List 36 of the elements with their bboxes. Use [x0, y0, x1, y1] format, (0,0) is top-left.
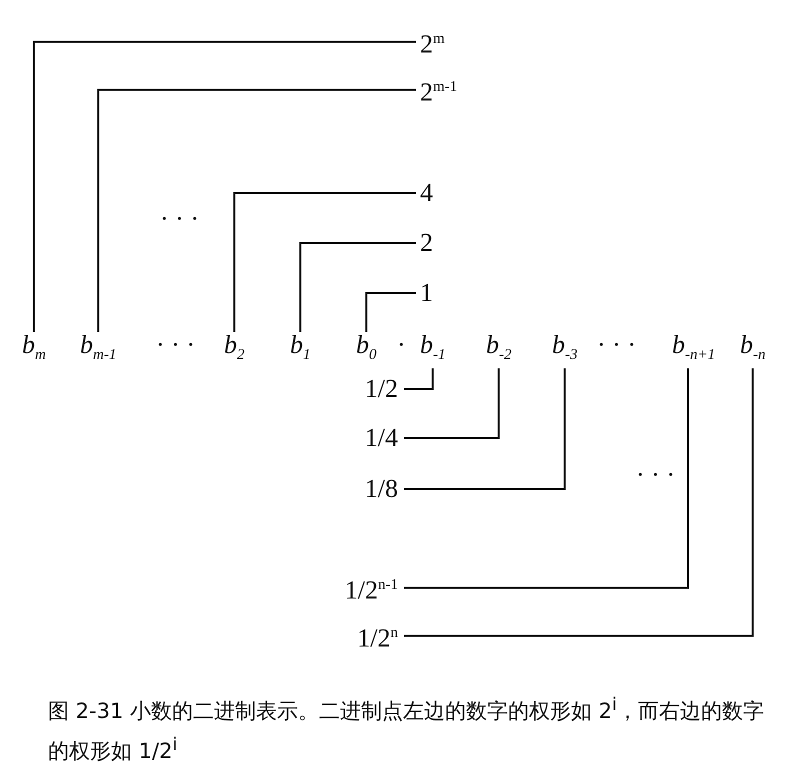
weight-label: 1/8 — [364, 474, 398, 504]
ellipsis-label: · · · — [597, 330, 636, 360]
digit-symbol: b$_{-2}$ — [486, 330, 512, 370]
digit-symbol: b$_{m}$ — [22, 330, 46, 370]
weight-label: 1/2 — [364, 374, 398, 404]
weight-label: 4 — [420, 178, 433, 208]
digit-symbol: b$_{-1}$ — [420, 330, 446, 370]
digit-symbol: b$_{-n}$ — [740, 330, 766, 370]
digit-symbol: b$_{m-1}$ — [80, 330, 116, 370]
weight-label: 1/4 — [364, 423, 398, 453]
leader-line — [299, 242, 416, 332]
leader-line — [233, 192, 416, 332]
weight-label: 1/2$^{n}$ — [357, 618, 398, 654]
binary-point: · — [397, 330, 406, 360]
ellipsis-label: · · · — [156, 330, 195, 360]
weight-label: 1 — [420, 278, 433, 308]
leader-line — [404, 368, 500, 439]
leader-line — [365, 292, 416, 332]
weight-label: 2$^{m-1}$ — [420, 72, 458, 108]
digit-symbol: b$_{2}$ — [224, 330, 244, 370]
weight-label: 2$^{m}$ — [420, 24, 445, 60]
leader-line — [97, 88, 416, 332]
figure-caption: 图 2-31 小数的二进制表示。二进制点左边的数字的权形如 2$^{i}$，而右边的数字的权形如 1/2$^{i}$ — [48, 694, 765, 765]
weight-label: 1/2$^{n-1}$ — [344, 570, 398, 606]
leader-line — [404, 368, 434, 390]
leader-line — [404, 368, 689, 589]
leader-line — [404, 368, 754, 637]
digit-symbol: b$_{0}$ — [356, 330, 376, 370]
digit-symbol: b$_{-n+1}$ — [672, 330, 716, 370]
digit-symbol: b$_{-3}$ — [552, 330, 578, 370]
weight-label: 2 — [420, 228, 433, 258]
ellipsis-label: · · · — [636, 460, 675, 490]
ellipsis-label: · · · — [160, 204, 199, 234]
leader-line — [32, 40, 416, 332]
leader-line — [404, 368, 566, 490]
digit-symbol: b$_{1}$ — [290, 330, 310, 370]
